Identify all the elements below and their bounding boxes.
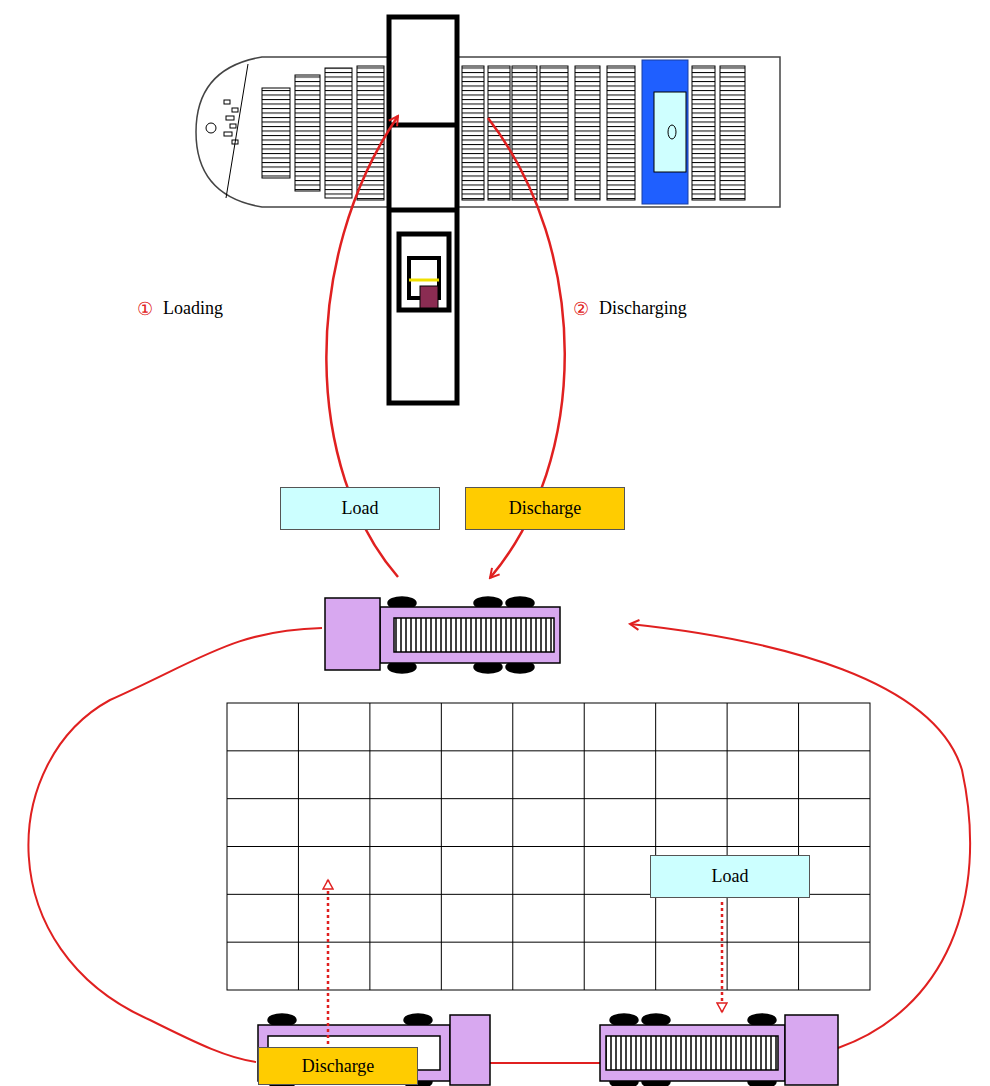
callout-number: ② <box>573 298 589 320</box>
container-bay <box>607 66 635 200</box>
callout-number: ① <box>137 298 153 320</box>
tag-text: Discharge <box>296 1056 381 1077</box>
container-bay <box>325 68 352 198</box>
container-bay <box>262 88 290 178</box>
tag-text: Load <box>336 498 385 519</box>
container-bay <box>692 66 715 200</box>
tag-text: Load <box>706 866 755 887</box>
container-bay <box>295 75 320 191</box>
load-tag: Load <box>280 487 440 530</box>
tag-text: Discharge <box>503 498 588 519</box>
step-label: Loading <box>163 298 223 319</box>
step-label: Discharging <box>599 298 687 319</box>
container-bay <box>462 66 484 200</box>
container-bay <box>720 66 745 200</box>
container-bay <box>575 66 600 200</box>
discharge-tag: Discharge <box>258 1047 418 1085</box>
load-tag: Load <box>650 855 810 898</box>
discharge-tag: Discharge <box>465 487 625 530</box>
container-bay <box>540 66 568 200</box>
container-bay <box>512 66 537 200</box>
container-bay <box>357 66 384 200</box>
